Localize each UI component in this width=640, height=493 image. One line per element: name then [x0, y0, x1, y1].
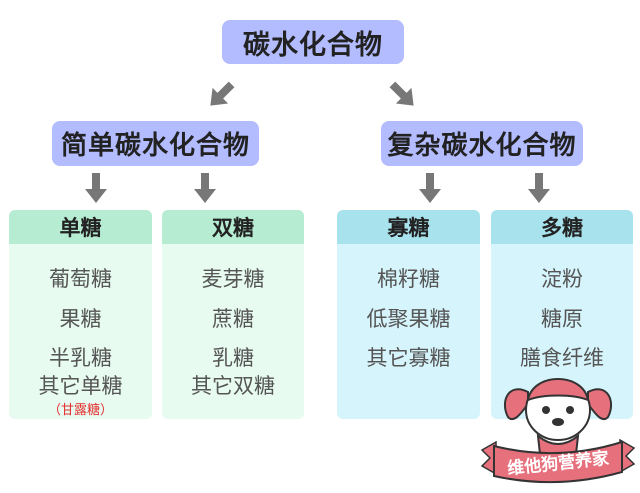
list-item: 半乳糖 [49, 346, 112, 370]
simple-carbohydrate-node: 简单碳水化合物 [52, 121, 259, 166]
arrow-down-icon [194, 173, 216, 203]
list-item: 麦芽糖 [201, 267, 265, 291]
arrow-down-icon [85, 173, 107, 203]
complex-carbohydrate-node: 复杂碳水化合物 [381, 121, 583, 166]
list-item: 淀粉 [541, 267, 583, 291]
list-item: 乳糖 [212, 346, 254, 370]
list-item: 膳食纤维 [520, 346, 604, 370]
oligosaccharide-card: 寡糖 棉籽糖 低聚果糖 其它寡糖 [337, 210, 480, 419]
monosaccharide-card: 单糖 葡萄糖 果糖 半乳糖 其它单糖 （甘露糖） [9, 210, 152, 419]
list-item: 糖原 [541, 307, 583, 331]
disaccharide-card: 双糖 麦芽糖 蔗糖 乳糖 其它双糖 [162, 210, 304, 419]
list-item: 棉籽糖 [377, 267, 440, 291]
dog-mascot-logo: 维他狗营养家 [480, 378, 636, 484]
card-title: 双糖 [162, 210, 304, 244]
arrow-down-right-icon [389, 81, 414, 106]
root-node: 碳水化合物 [222, 20, 404, 64]
list-item: 蔗糖 [212, 307, 254, 331]
card-title: 多糖 [491, 210, 633, 244]
arrow-down-icon [419, 173, 441, 203]
arrow-down-left-icon [210, 81, 235, 106]
list-item: 果糖 [59, 307, 102, 331]
arrow-down-icon [528, 173, 550, 203]
list-item: 葡萄糖 [49, 267, 112, 291]
mannose-note: （甘露糖） [47, 403, 113, 418]
card-title: 单糖 [9, 210, 152, 244]
list-item: 其它双糖 [191, 374, 275, 398]
card-title: 寡糖 [337, 210, 480, 244]
list-item: 低聚果糖 [366, 307, 451, 331]
polysaccharide-card: 多糖 淀粉 糖原 膳食纤维 [491, 210, 633, 419]
list-item: 其它单糖 [38, 374, 123, 398]
list-item: 其它寡糖 [366, 346, 451, 370]
